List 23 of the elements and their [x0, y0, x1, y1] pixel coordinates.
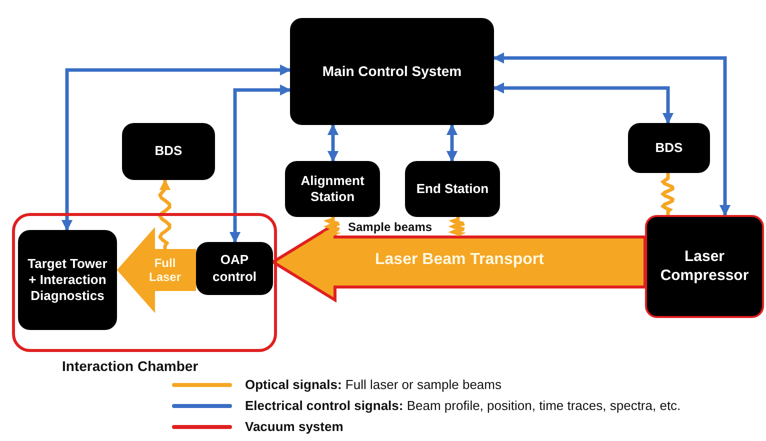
block-arrow	[117, 227, 196, 313]
arrow	[229, 84, 292, 244]
wavy-arrow	[158, 178, 172, 252]
process-box: Laser Compressor	[645, 215, 764, 318]
arrow	[492, 82, 674, 124]
annotation-label: Sample beams	[348, 220, 432, 234]
arrow	[327, 124, 339, 162]
chamber-label: Interaction Chamber	[62, 358, 198, 374]
arrow	[492, 52, 731, 216]
control-box: Main Control System	[290, 18, 494, 125]
process-box: BDS	[628, 123, 710, 173]
process-box: BDS	[122, 123, 215, 180]
process-box: OAP control	[196, 242, 273, 295]
process-box: Target Tower + Interaction Diagnostics	[18, 230, 117, 330]
arrow	[61, 64, 292, 232]
arrow	[446, 124, 458, 162]
legend-label: Electrical control signals: Beam profile, position, time traces, spectra, etc.	[245, 398, 681, 413]
process-box: Alignment Station	[285, 161, 380, 217]
edge-label: Laser Beam Transport	[375, 251, 544, 269]
legend-label: Optical signals: Full laser or sample beams	[245, 377, 502, 392]
legend-label: Vacuum system	[245, 419, 344, 434]
process-box: End Station	[405, 161, 500, 217]
edge-label: Full Laser	[148, 256, 182, 285]
